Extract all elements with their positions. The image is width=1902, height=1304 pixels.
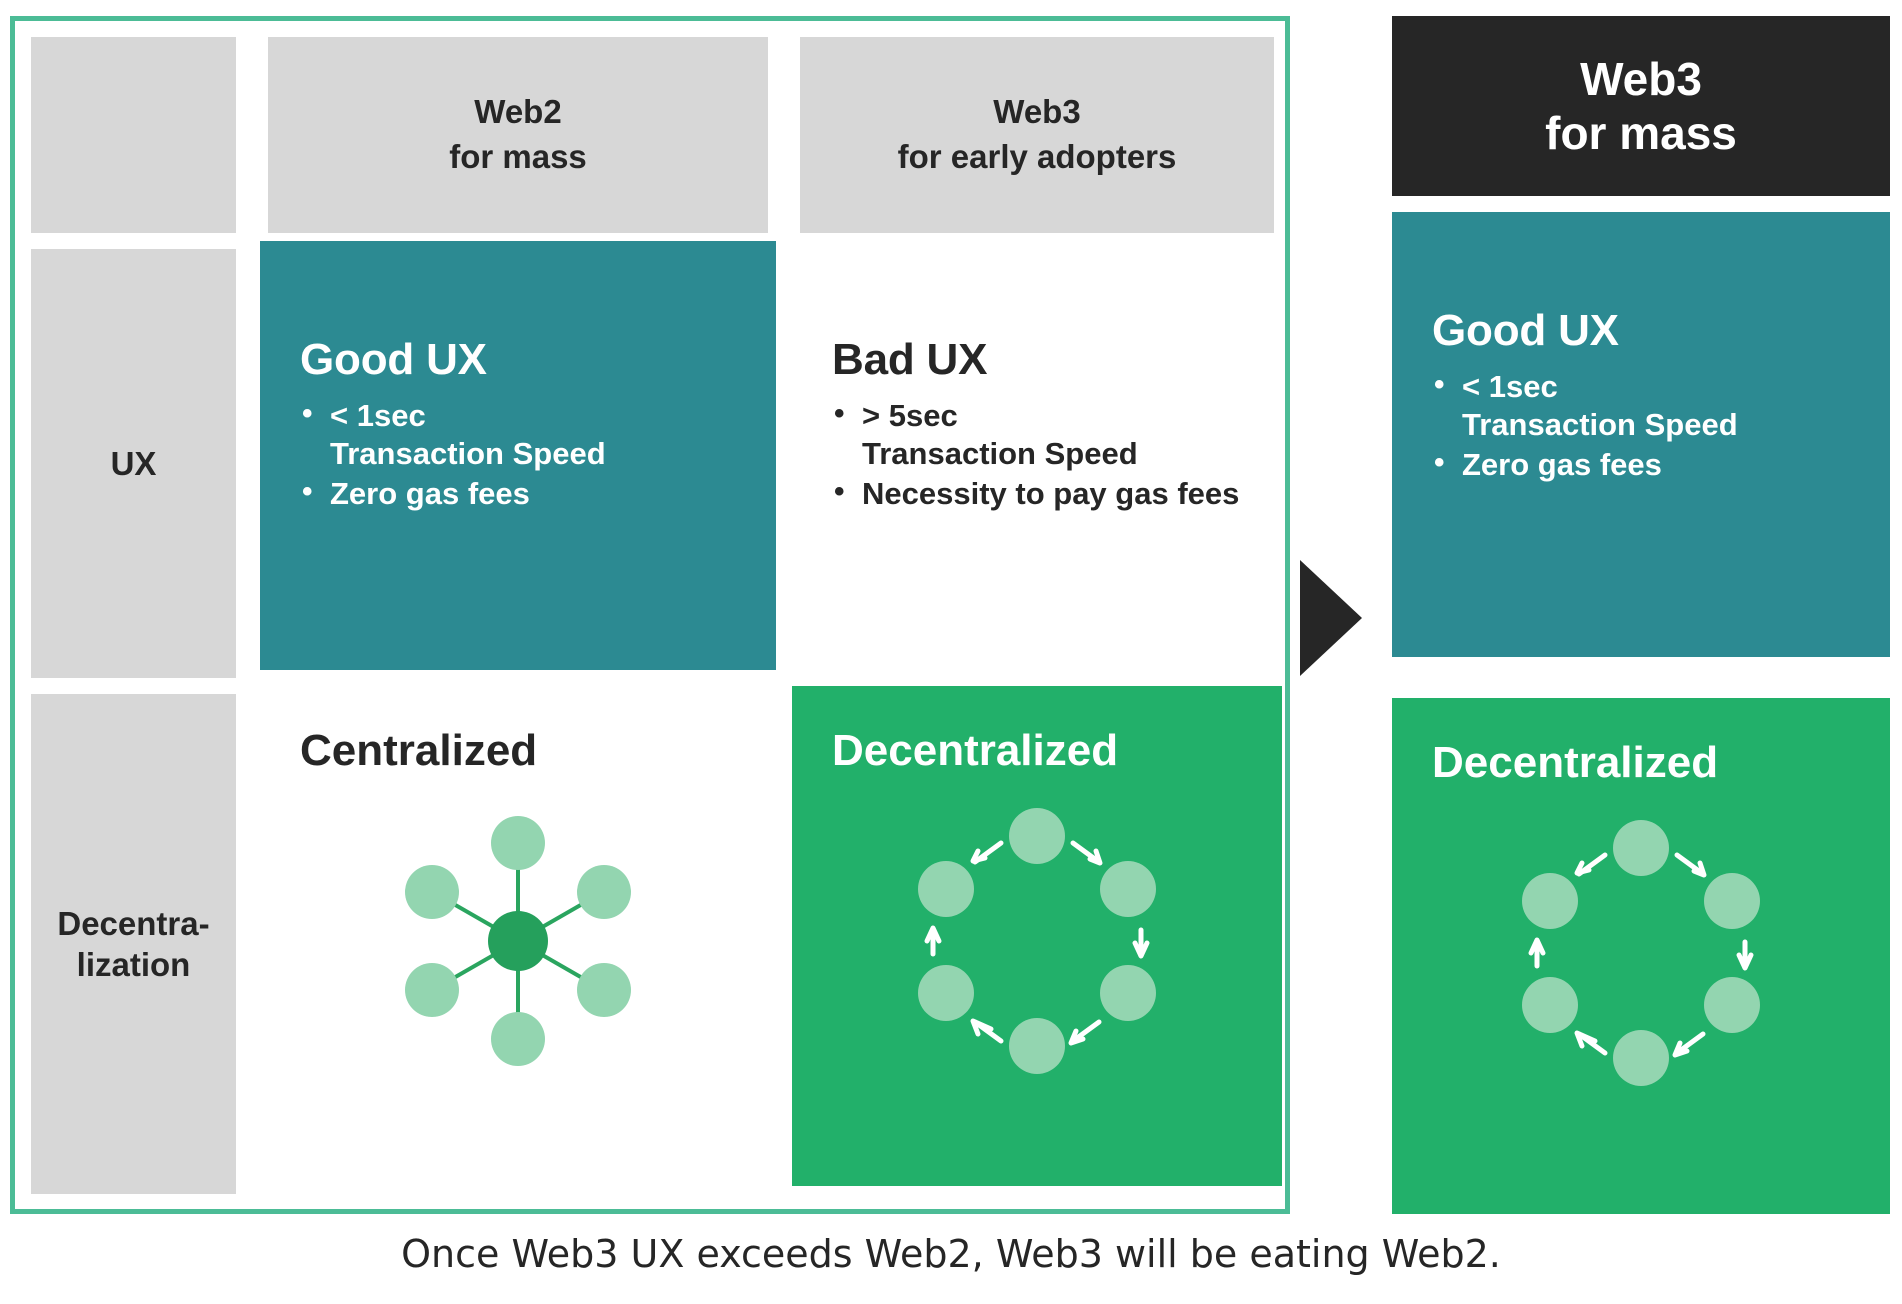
centralized-panel: Centralized	[260, 686, 776, 1186]
ring-network-diagram	[887, 791, 1187, 1091]
decentralized-title-web3: Decentralized	[832, 726, 1119, 775]
highlight-header-line1: Web3	[1580, 52, 1702, 105]
bullet-continuation: Transaction Speed	[862, 436, 1138, 471]
row-header-ux-label: UX	[110, 444, 157, 482]
good-ux-panel-highlight: Good UX < 1sec Transaction Speed Zero ga…	[1392, 212, 1890, 657]
list-item: > 5sec Transaction Speed	[832, 396, 1282, 473]
figure-caption: Once Web3 UX exceeds Web2, Web3 will be …	[401, 1232, 1501, 1276]
row-header-ux: UX	[15, 233, 252, 678]
bullet-lead: < 1sec	[330, 398, 426, 434]
bullet-continuation: Transaction Speed	[330, 436, 606, 471]
column-header-web2-line1: Web2	[474, 93, 562, 131]
row-header-decentralization-line1: Decentra-	[57, 904, 210, 942]
column-header-web3-early-line2: for early adopters	[897, 138, 1177, 175]
play-triangle-right-icon	[1300, 560, 1362, 676]
list-item: < 1sec Transaction Speed	[1432, 367, 1890, 444]
comparison-matrix: Web2 for mass Web3 for early adopters UX…	[10, 16, 1290, 1214]
cell-dec-web3: Decentralized	[784, 678, 1290, 1194]
bullet-lead: Necessity to pay gas fees	[862, 475, 1240, 511]
bad-ux-panel-web3: Bad UX > 5sec Transaction Speed Necessit…	[792, 241, 1282, 670]
bad-ux-bullets-web3: > 5sec Transaction Speed Necessity to pa…	[832, 396, 1282, 513]
list-item: < 1sec Transaction Speed	[300, 396, 776, 473]
highlight-dec-cell: Decentralized	[1392, 698, 1890, 1214]
good-ux-title-highlight: Good UX	[1432, 306, 1619, 355]
cell-ux-web2: Good UX < 1sec Transaction Speed Zero ga…	[252, 233, 784, 678]
good-ux-title-web2: Good UX	[300, 335, 487, 384]
centralized-title: Centralized	[300, 726, 538, 775]
highlight-header-line2: for mass	[1545, 107, 1737, 159]
highlight-header: Web3 for mass	[1392, 16, 1890, 196]
bullet-continuation: Transaction Speed	[1462, 407, 1738, 442]
list-item: Necessity to pay gas fees	[832, 474, 1282, 513]
bullet-lead: Zero gas fees	[1462, 446, 1662, 482]
good-ux-bullets-highlight: < 1sec Transaction Speed Zero gas fees	[1432, 367, 1890, 484]
column-header-web2-line2: for mass	[449, 138, 587, 175]
bullet-lead: < 1sec	[1462, 369, 1558, 405]
column-header-web3-early-line1: Web3	[993, 93, 1081, 131]
column-header-web3-early: Web3 for early adopters	[784, 21, 1290, 233]
list-item: Zero gas fees	[1432, 445, 1890, 484]
matrix-corner-fill	[31, 37, 236, 233]
good-ux-bullets-web2: < 1sec Transaction Speed Zero gas fees	[300, 396, 776, 513]
decentralized-panel-web3: Decentralized	[792, 686, 1282, 1186]
decentralized-panel-highlight: Decentralized	[1392, 698, 1890, 1214]
good-ux-panel-web2: Good UX < 1sec Transaction Speed Zero ga…	[260, 241, 776, 670]
ring-network-diagram	[1491, 803, 1791, 1103]
bullet-lead: Zero gas fees	[330, 475, 530, 511]
bad-ux-title-web3: Bad UX	[832, 335, 988, 384]
decentralized-title-highlight: Decentralized	[1432, 738, 1719, 787]
row-header-decentralization: Decentra- lization	[15, 678, 252, 1194]
cell-ux-web3: Bad UX > 5sec Transaction Speed Necessit…	[784, 233, 1290, 678]
star-network-diagram	[368, 791, 668, 1091]
highlight-ux-cell: Good UX < 1sec Transaction Speed Zero ga…	[1392, 212, 1890, 657]
bullet-lead: > 5sec	[862, 398, 958, 434]
matrix-corner-cell	[15, 21, 252, 233]
cell-dec-web2: Centralized	[252, 678, 784, 1194]
row-header-decentralization-line2: lization	[76, 946, 191, 983]
list-item: Zero gas fees	[300, 474, 776, 513]
column-header-web2: Web2 for mass	[252, 21, 784, 233]
highlight-column-web3-for-mass: Web3 for mass Good UX < 1sec Transaction…	[1392, 16, 1890, 1214]
